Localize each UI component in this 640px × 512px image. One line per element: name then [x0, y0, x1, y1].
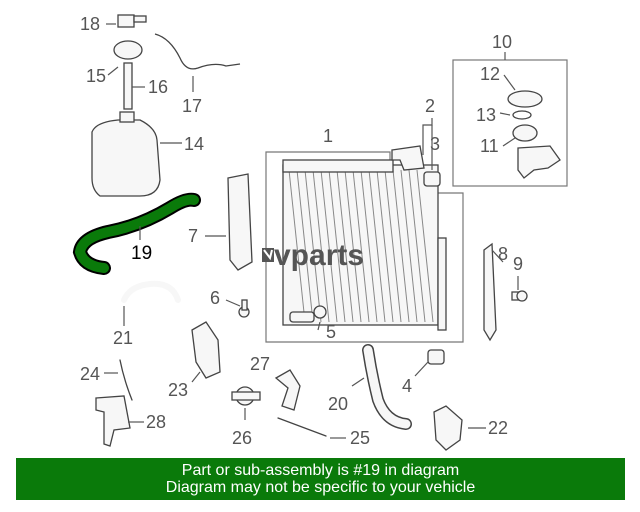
callout-25: 25 — [350, 428, 370, 448]
callout-3: 3 — [430, 134, 440, 154]
overflow-tube — [123, 62, 133, 110]
bolt-6 — [238, 299, 250, 318]
reservoir-tank — [91, 111, 161, 197]
callout-19: 19 — [131, 243, 152, 264]
callout-21: 21 — [113, 328, 133, 348]
info-banner: Part or sub-assembly is #19 in diagram D… — [16, 458, 625, 500]
mount-bracket — [391, 145, 441, 187]
lower-radiator-hose — [362, 344, 412, 430]
mount-cushion — [427, 349, 445, 365]
radiator-parts-diagram: 1 2 3 4 5 6 7 8 9 10 11 12 13 14 15 16 1… — [72, 14, 568, 451]
long-hose — [277, 417, 327, 437]
thermostat — [231, 386, 261, 406]
callout-23: 23 — [168, 380, 188, 400]
radiator-core — [282, 159, 447, 331]
callout-8: 8 — [498, 244, 508, 264]
hose-clamp — [274, 369, 301, 411]
banner-line-1: Part or sub-assembly is #19 in diagram — [181, 462, 460, 479]
siphon-cap — [117, 14, 147, 28]
drain-plug — [289, 305, 327, 323]
callout-14: 14 — [184, 134, 204, 154]
callout-2: 2 — [425, 96, 435, 116]
radiator-cap — [507, 90, 561, 179]
callout-13: 13 — [476, 105, 496, 125]
banner-line-2: Diagram may not be specific to your vehi… — [165, 479, 476, 496]
callout-17: 17 — [182, 96, 202, 116]
side-bracket — [483, 242, 497, 342]
callout-6: 6 — [210, 288, 220, 308]
reservoir-cap — [113, 40, 143, 60]
hose-bracket — [95, 395, 131, 447]
callout-12: 12 — [480, 64, 500, 84]
callout-11: 11 — [480, 136, 499, 156]
fan-shroud-panel — [227, 173, 253, 271]
callout-26: 26 — [232, 428, 252, 448]
callout-1: 1 — [323, 126, 333, 146]
callout-22: 22 — [488, 418, 508, 438]
bolt-9 — [511, 290, 528, 302]
callout-5: 5 — [326, 322, 336, 342]
vparts-watermark: vparts — [262, 239, 364, 272]
callout-16: 16 — [148, 77, 168, 97]
water-outlet — [191, 321, 221, 379]
callout-7: 7 — [188, 226, 198, 246]
overflow-hose — [154, 33, 241, 70]
callout-4: 4 — [402, 376, 412, 396]
callout-10: 10 — [492, 32, 512, 52]
upper-radiator-hose — [74, 194, 199, 273]
callout-18: 18 — [80, 14, 100, 34]
callout-15: 15 — [86, 66, 106, 86]
callout-24: 24 — [80, 364, 100, 384]
callout-27: 27 — [250, 354, 270, 374]
callout-28: 28 — [146, 412, 166, 432]
lower-bracket — [433, 405, 463, 451]
callout-20: 20 — [328, 394, 348, 414]
small-hose — [119, 359, 133, 401]
bypass-hose — [121, 280, 181, 303]
callout-9: 9 — [513, 254, 523, 274]
svg-text:vparts: vparts — [274, 239, 364, 272]
